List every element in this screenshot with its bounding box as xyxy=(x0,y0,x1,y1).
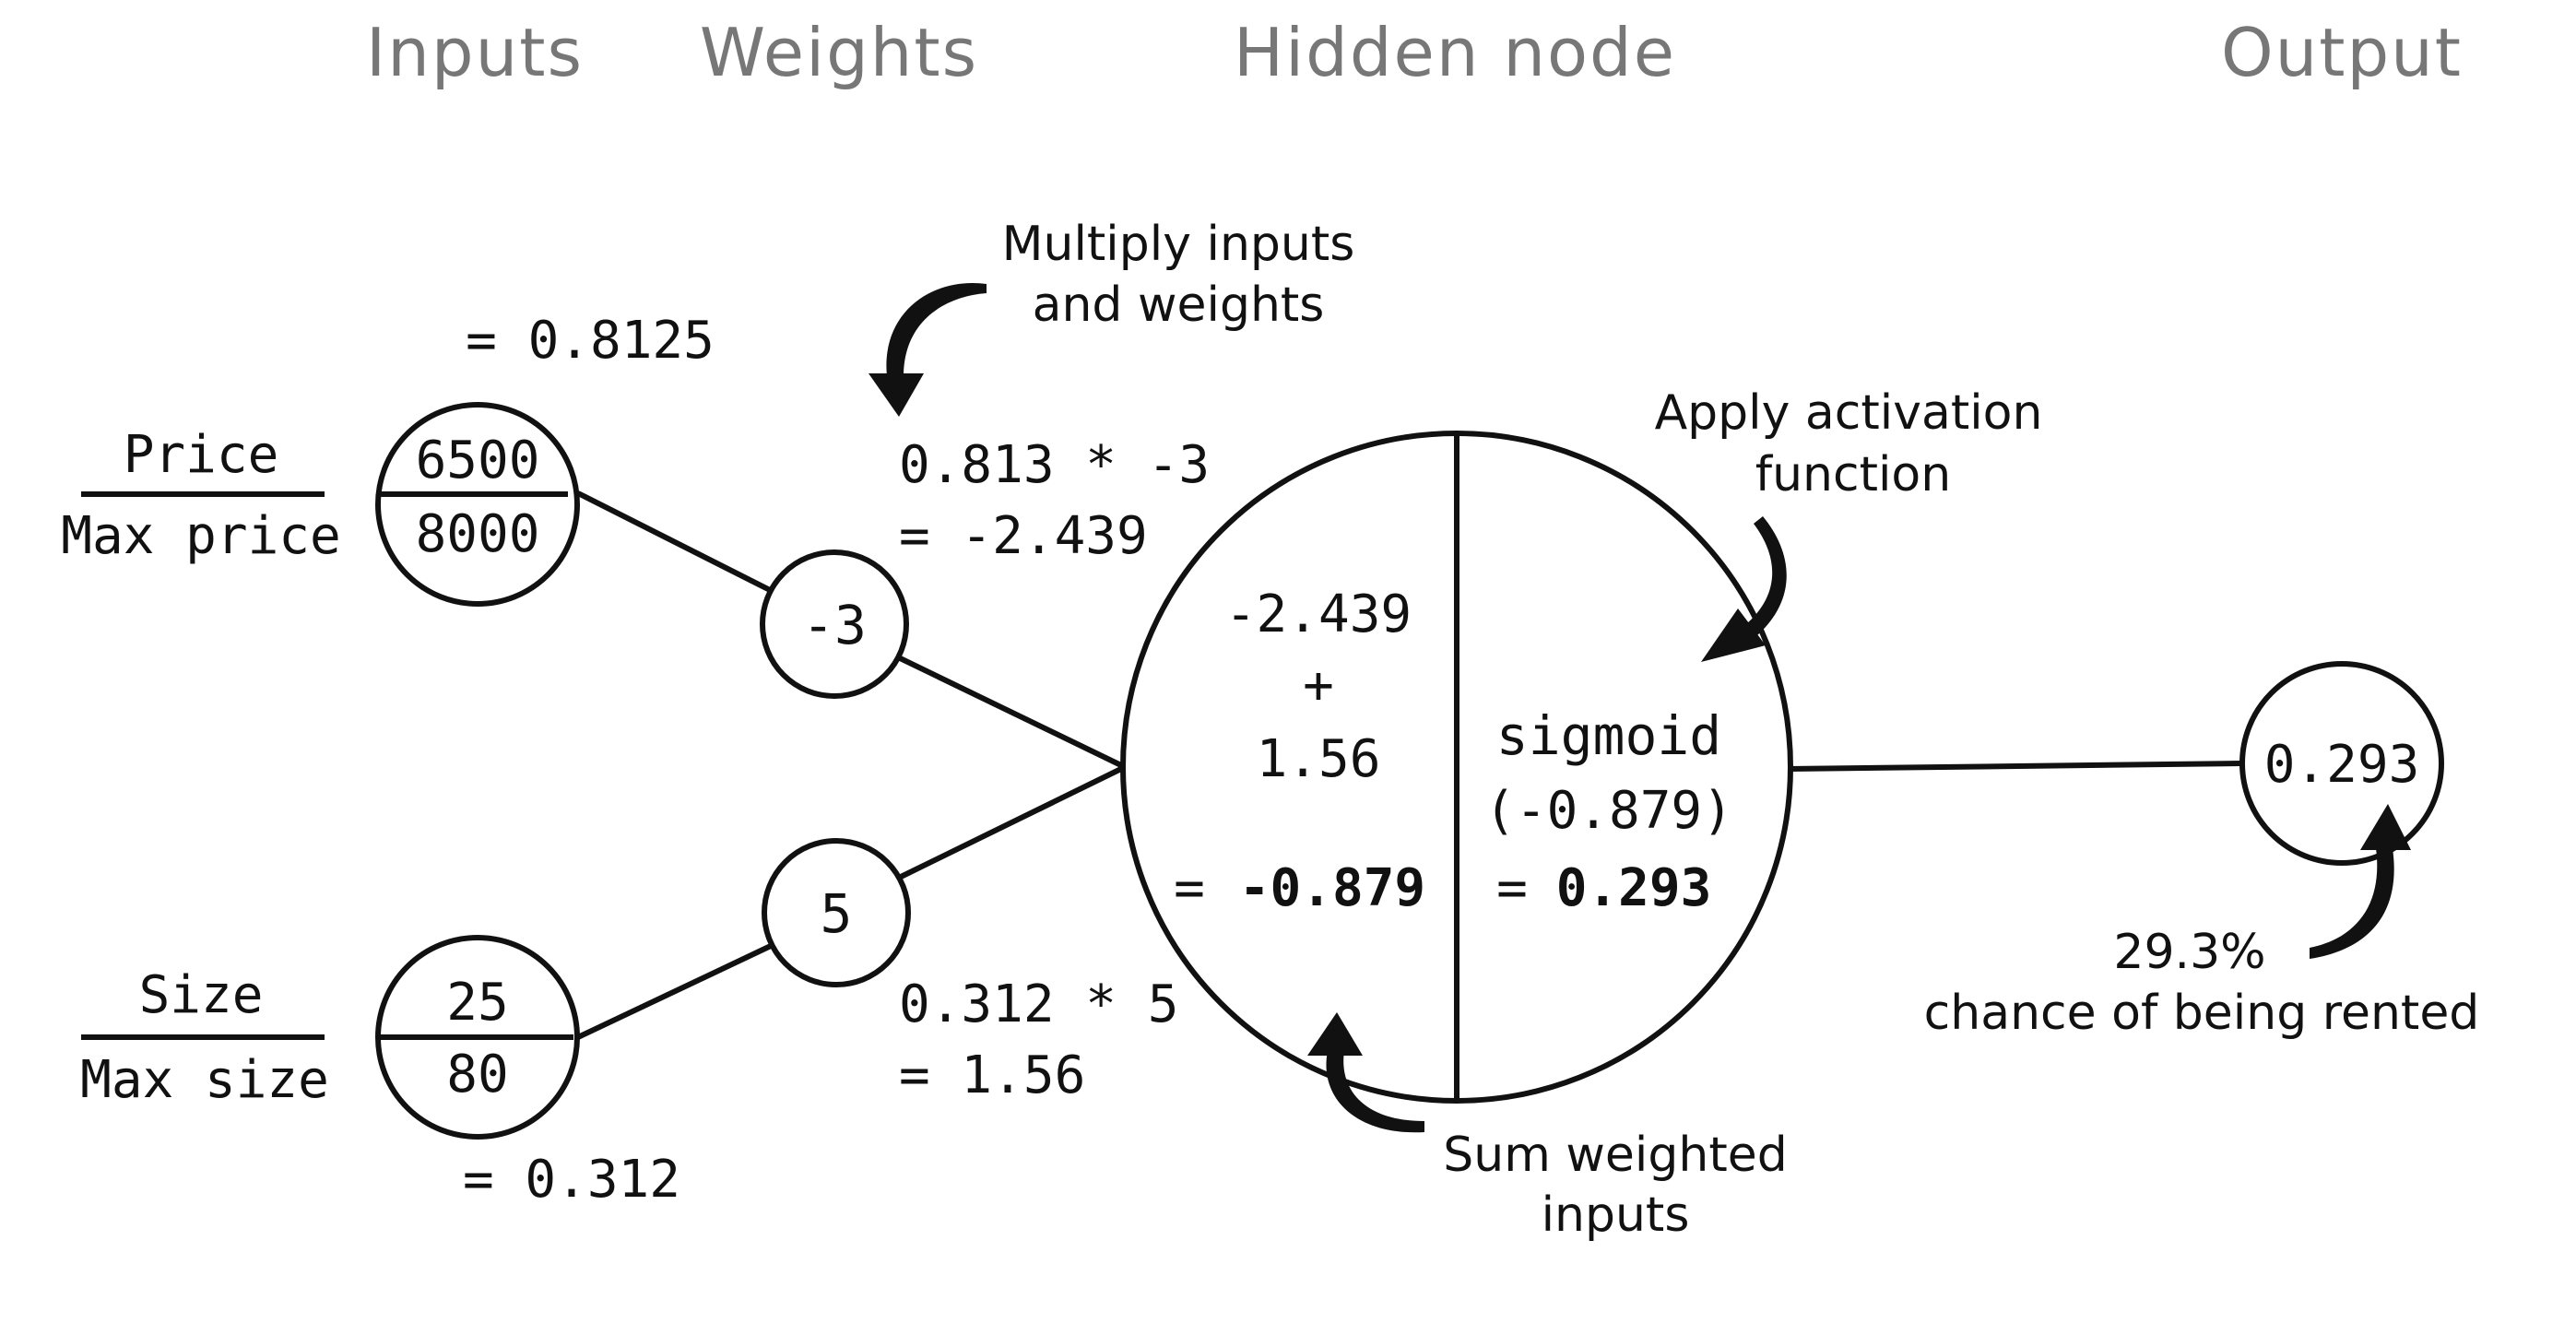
edge-size-to-weight2 xyxy=(576,942,774,1040)
hidden-sum-plus: + xyxy=(1303,656,1334,715)
input2-label-top: Size xyxy=(139,965,264,1025)
input1-numerator: 6500 xyxy=(416,431,540,490)
header-output: Output xyxy=(2221,14,2463,91)
input2-numerator: 25 xyxy=(446,973,508,1033)
input2-result: = 0.312 xyxy=(463,1150,680,1210)
edge-price-to-weight1 xyxy=(576,490,772,593)
hidden-sum-result: -0.879 xyxy=(1239,858,1425,918)
hidden-activation-arg: (-0.879) xyxy=(1484,781,1733,841)
header-weights: Weights xyxy=(700,14,978,91)
weight2-value: 5 xyxy=(821,882,853,945)
edge-weight1-to-hidden xyxy=(891,652,1127,770)
input2-denominator: 80 xyxy=(446,1045,508,1104)
edge-hidden-to-output xyxy=(1788,761,2243,772)
product2-line2: = 1.56 xyxy=(899,1045,1085,1105)
input2-label-bottom: Max size xyxy=(80,1050,329,1110)
annotation-sum-line2: inputs xyxy=(1542,1187,1690,1243)
annotation-multiply-line2: and weights xyxy=(1033,278,1325,333)
header-hidden-node: Hidden node xyxy=(1234,14,1676,91)
arrow-sum-icon xyxy=(1307,1012,1424,1133)
arrow-multiply-icon xyxy=(869,282,987,417)
annotation-output-line1: 29.3% xyxy=(2113,925,2265,980)
weight2-node xyxy=(762,838,911,987)
annotation-output-line2: chance of being rented xyxy=(1924,986,2480,1041)
hidden-sum-term1: -2.439 xyxy=(1225,585,1412,644)
hidden-sum-term2: 1.56 xyxy=(1257,729,1381,789)
arrow-output-icon xyxy=(2310,804,2411,959)
annotation-sum-line1: Sum weighted xyxy=(1443,1128,1787,1183)
hidden-activation-equals: = xyxy=(1496,858,1528,918)
annotation-activation-line1: Apply activation xyxy=(1655,385,2043,441)
hidden-activation-result: 0.293 xyxy=(1556,858,1712,918)
input1-result: = 0.8125 xyxy=(466,311,715,371)
input1-denominator: 8000 xyxy=(416,504,540,564)
output-value: 0.293 xyxy=(2264,735,2420,795)
arrow-activation-icon xyxy=(1701,516,1787,662)
product2-line1: 0.312 * 5 xyxy=(899,975,1178,1034)
annotation-activation-line2: function xyxy=(1755,447,1951,502)
header-inputs: Inputs xyxy=(366,14,584,91)
input1-label-bottom: Max price xyxy=(61,506,340,566)
hidden-sum-equals: = xyxy=(1174,858,1205,918)
weight1-value: -3 xyxy=(802,594,867,656)
product1-line2: = -2.439 xyxy=(899,506,1148,566)
input1-node xyxy=(375,402,580,607)
annotation-multiply-line1: Multiply inputs xyxy=(1002,217,1355,272)
weight1-node xyxy=(760,549,909,699)
edge-weight2-to-hidden xyxy=(897,764,1127,880)
input1-label-top: Price xyxy=(124,425,279,485)
hidden-activation-function: sigmoid xyxy=(1496,704,1721,767)
product1-line1: 0.813 * -3 xyxy=(899,435,1210,495)
